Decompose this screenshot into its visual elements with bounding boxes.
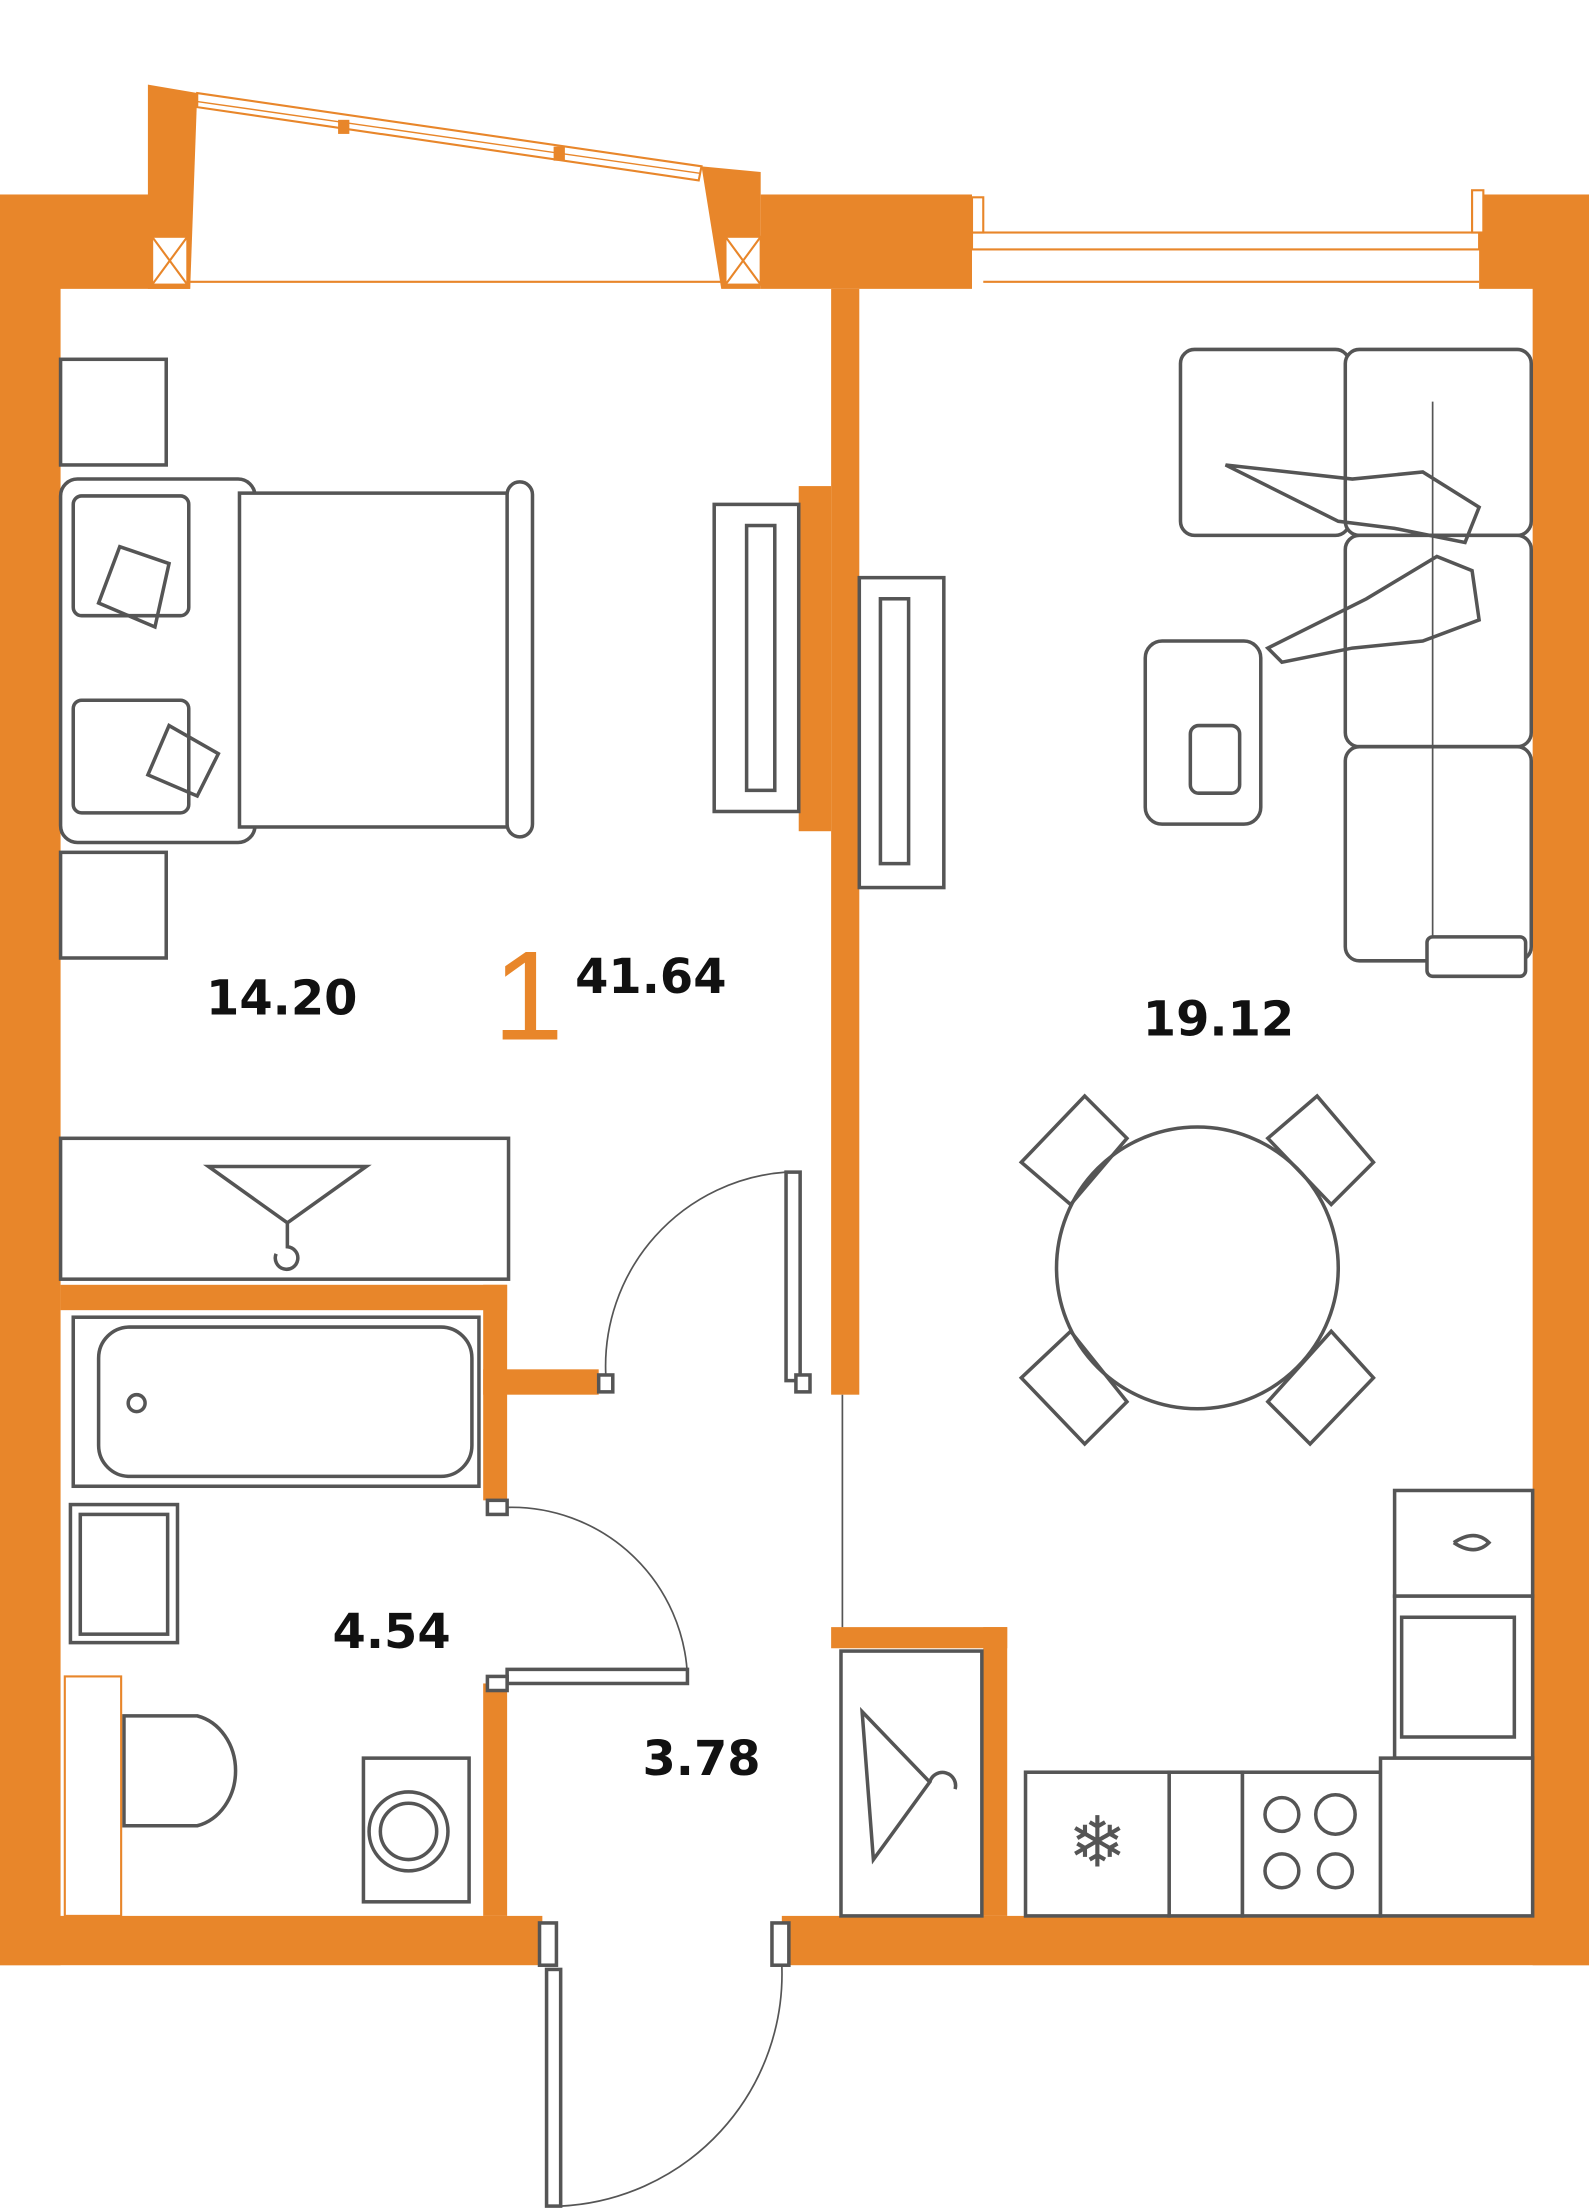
bathroom-fixtures — [63, 1315, 481, 1917]
washbasin — [68, 1502, 180, 1645]
sink — [1392, 1488, 1535, 1598]
windows — [151, 91, 1485, 286]
bathtub — [71, 1315, 481, 1489]
dining-table — [1054, 1125, 1341, 1411]
toilet — [122, 1714, 238, 1828]
walls — [0, 84, 1589, 1966]
tv-stand — [857, 575, 946, 890]
pillow — [71, 698, 191, 815]
room-count: 1 — [493, 925, 564, 1067]
nightstand — [58, 357, 168, 467]
wardrobe — [58, 1136, 511, 1281]
total-area: 41.64 — [575, 950, 726, 1005]
snowflake-icon: ❄ — [1068, 1802, 1127, 1884]
sofa — [1178, 347, 1352, 538]
doors — [485, 1170, 844, 2208]
hall-wardrobe — [839, 1649, 984, 1918]
bathroom-area: 4.54 — [333, 1605, 451, 1660]
hallway-area: 3.78 — [642, 1732, 760, 1787]
coffee-table — [1143, 639, 1263, 826]
living-furniture: ❄ — [1018, 347, 1535, 1918]
bed-mattress — [237, 491, 516, 829]
cooktop — [1240, 1770, 1383, 1918]
pillow — [71, 494, 191, 618]
oven — [1392, 1594, 1535, 1760]
bedroom-area: 14.20 — [206, 971, 357, 1026]
tv-stand — [712, 502, 801, 814]
nightstand — [58, 850, 168, 960]
living-kitchen-area: 19.12 — [1143, 992, 1294, 1047]
hall-furniture — [839, 1649, 984, 1918]
bedroom-furniture — [58, 357, 946, 1281]
